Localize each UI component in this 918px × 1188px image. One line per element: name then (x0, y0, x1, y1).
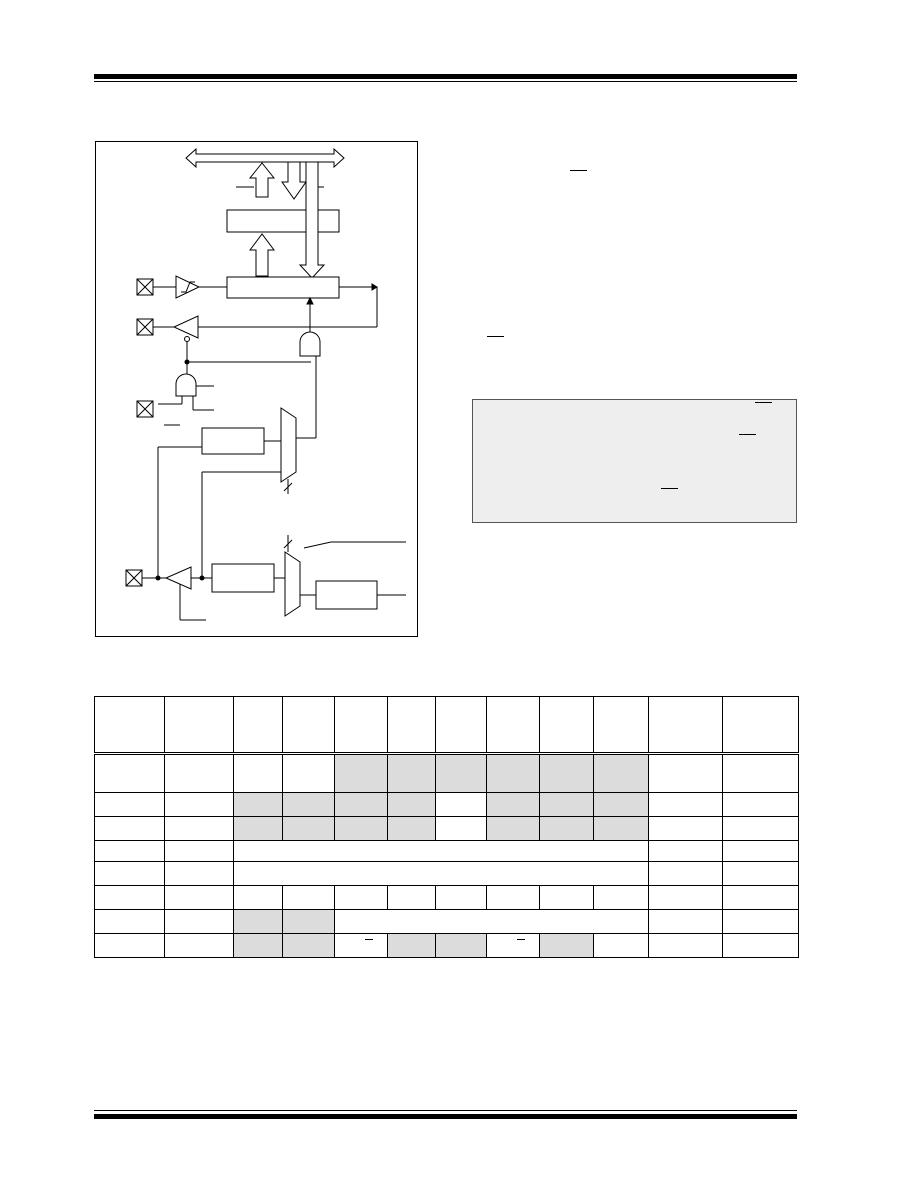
down-arrow-1 (281, 161, 307, 200)
block-mux-b (211, 563, 275, 593)
header-rule-thick (94, 74, 797, 79)
header-rule-thin (94, 81, 797, 82)
table-row (94, 884, 799, 910)
table-header-row (94, 696, 799, 755)
mux-a (280, 407, 297, 483)
output-buffer (172, 315, 199, 339)
pin-3 (136, 400, 154, 418)
schmitt-buffer (175, 275, 201, 299)
up-arrow-2 (249, 233, 275, 277)
and-gate-1 (299, 331, 321, 357)
footer-rule-thin (94, 1110, 797, 1111)
block-register (226, 209, 340, 233)
footer-rule-thick (94, 1114, 797, 1119)
overbar-mark-5 (661, 488, 678, 489)
block-diagram (95, 141, 418, 637)
and-gate-2 (175, 373, 197, 397)
note-box (472, 399, 797, 523)
mux-b (284, 551, 301, 617)
table-row (94, 860, 799, 886)
block-diagram-drawing (125, 147, 406, 621)
overbar-mark-1 (570, 170, 587, 171)
table-row (94, 932, 799, 959)
table-row (94, 752, 799, 794)
table-row (94, 816, 799, 842)
down-arrow-2 (298, 161, 326, 279)
up-arrow-1 (248, 162, 276, 198)
table-row (94, 840, 799, 862)
overbar-mark-4 (739, 434, 756, 435)
overbar-mark-3 (755, 402, 772, 403)
block-control (315, 580, 378, 610)
block-mux-a (201, 427, 265, 455)
data-bus-arrow (185, 147, 345, 169)
overbar-mark-2 (487, 336, 504, 337)
input-buffer (164, 566, 192, 590)
block-latch (226, 276, 340, 299)
register-table (94, 696, 799, 959)
table-row (94, 908, 799, 934)
table-row (94, 792, 799, 818)
